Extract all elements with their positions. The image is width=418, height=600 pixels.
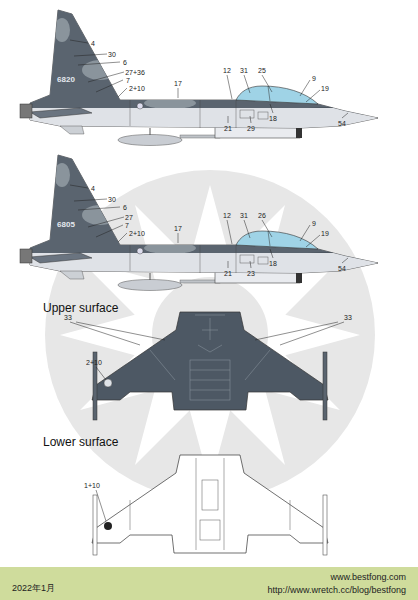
callout-number: 2+10	[86, 359, 102, 366]
callout-number: 12	[223, 67, 231, 74]
callout-number: 12	[223, 212, 231, 219]
callout-number: 2+10	[129, 230, 145, 237]
callout-number: 1+10	[84, 482, 100, 489]
lower-surface-view	[92, 455, 328, 555]
callout-number: 17	[174, 225, 182, 232]
callout-number: 4	[91, 185, 95, 192]
side-view-2	[0, 145, 400, 291]
callout-number: 29	[247, 125, 255, 132]
date-text: 2022年1月	[12, 584, 55, 593]
callout-number: 54	[338, 265, 346, 272]
callout-number: 23	[247, 270, 255, 277]
callout-number: 27	[125, 214, 133, 221]
side-view-1	[0, 0, 400, 146]
callout-number: 30	[108, 196, 116, 203]
callout-number: 19	[321, 85, 329, 92]
callout-number: 30	[108, 51, 116, 58]
callout-number: 18	[269, 260, 277, 267]
callout-number: 31	[240, 212, 248, 219]
tail-number: 6805	[57, 221, 75, 229]
callout-number: 6	[123, 59, 127, 66]
view-heading: Lower surface	[43, 436, 118, 448]
callout-number: 4	[91, 40, 95, 47]
callout-number: 31	[240, 67, 248, 74]
callout-number: 6	[123, 204, 127, 211]
footer-band	[0, 567, 418, 600]
callout-number: 54	[338, 120, 346, 127]
callout-number: 19	[321, 230, 329, 237]
callout-number: 7	[126, 77, 130, 84]
tail-number: 6820	[57, 76, 75, 84]
website-url: http://www.wretch.cc/blog/bestfong	[267, 586, 406, 595]
callout-number: 2+10	[129, 85, 145, 92]
callout-number: 18	[269, 115, 277, 122]
leader-lines-1	[70, 40, 348, 123]
callout-number: 26	[258, 212, 266, 219]
callout-number: 17	[174, 80, 182, 87]
callout-number: 27+36	[125, 69, 145, 76]
view-heading: Upper surface	[43, 302, 118, 314]
callout-number: 21	[224, 270, 232, 277]
callout-number: 25	[258, 67, 266, 74]
callout-number: 9	[312, 75, 316, 82]
callout-number: 9	[312, 220, 316, 227]
callout-number: 33	[64, 314, 72, 321]
callout-number: 21	[224, 125, 232, 132]
website-url: www.bestfong.com	[330, 573, 406, 582]
callout-number: 7	[125, 222, 129, 229]
upper-surface-view	[70, 312, 344, 420]
callout-number: 33	[344, 314, 352, 321]
